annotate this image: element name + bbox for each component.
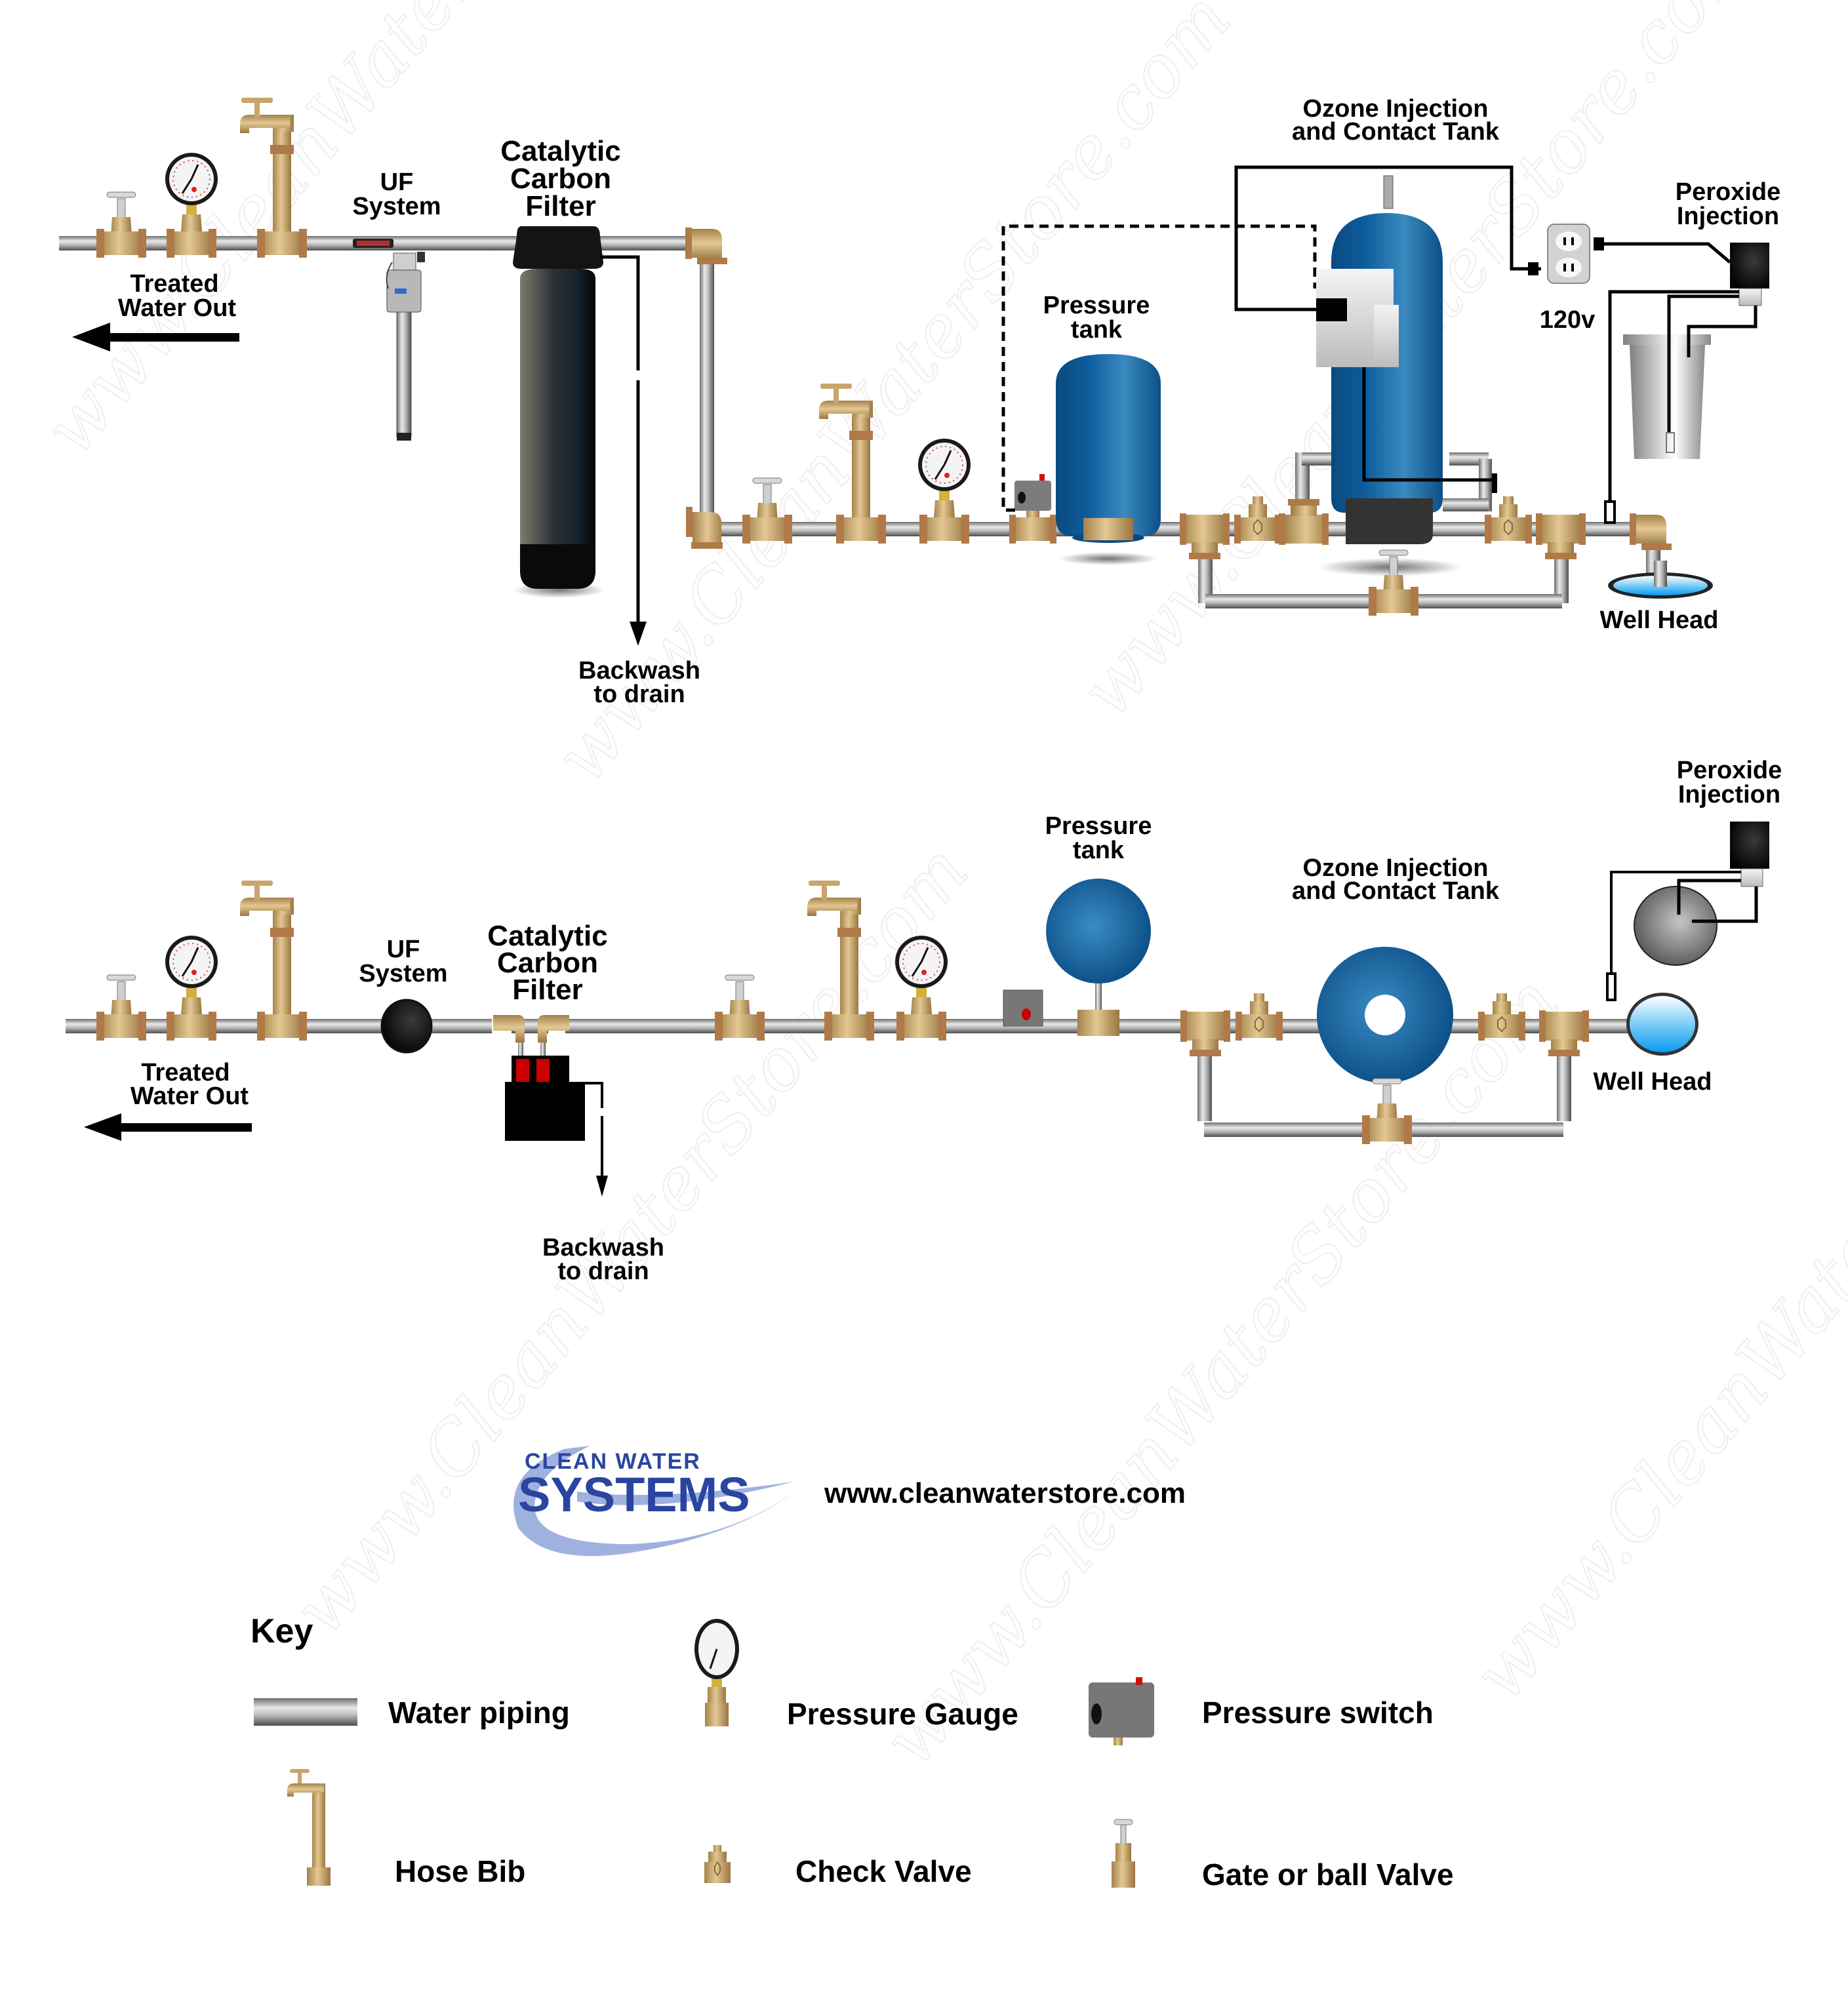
gate-valve-icon xyxy=(96,191,147,258)
peroxide-tank xyxy=(1634,879,1758,966)
uf-system-unit xyxy=(353,239,425,441)
well-head-label: Well Head xyxy=(1600,606,1719,634)
pressure-tank xyxy=(1056,354,1161,565)
ozone-tank-label-line2: and Contact Tank xyxy=(1292,877,1500,905)
backwash-label-line2: to drain xyxy=(593,681,685,708)
hose-bib-icon xyxy=(287,1769,331,1886)
backwash-label-line1: Backwash xyxy=(542,1234,664,1262)
carbon-filter-label-line3: Filter xyxy=(512,974,583,1006)
gate-valve-icon xyxy=(96,974,147,1041)
pressure-tank xyxy=(1046,879,1151,1036)
pipe xyxy=(700,243,714,531)
control-wire xyxy=(1001,224,1317,512)
key-label-check-valve: Check Valve xyxy=(795,1854,972,1888)
peroxide-label-line1: Peroxide xyxy=(1676,178,1781,206)
ozone-contact-tank xyxy=(1316,175,1497,576)
power-wire xyxy=(1604,242,1731,264)
uf-system-label-line2: System xyxy=(359,960,447,987)
electrical-outlet-icon xyxy=(1528,224,1604,284)
top-diagram: Treated Water Out UF System Catalytic Ca… xyxy=(59,95,1780,708)
elbow-fitting xyxy=(685,228,727,264)
pressure-gauge-icon xyxy=(164,934,219,1042)
peroxide-pump xyxy=(1730,822,1769,887)
pressure-tank-label-line1: Pressure xyxy=(1045,812,1152,840)
ozone-tank-label-line1: Ozone Injection xyxy=(1303,95,1489,123)
pressure-tank-label-line1: Pressure xyxy=(1043,292,1150,319)
well-head-label: Well Head xyxy=(1594,1068,1712,1096)
pressure-gauge-icon xyxy=(894,934,949,1042)
ozone-contact-tank xyxy=(1317,947,1453,1083)
key-label-hose-bib: Hose Bib xyxy=(395,1854,525,1888)
tee-fitting xyxy=(1539,1010,1589,1056)
treated-water-label-line2: Water Out xyxy=(118,294,236,322)
key-label-pressure-switch: Pressure switch xyxy=(1202,1696,1434,1730)
gate-valve-icon xyxy=(1112,1819,1135,1888)
arrow-left-icon xyxy=(72,323,239,351)
pipe xyxy=(1443,498,1489,511)
pressure-switch-icon xyxy=(1003,989,1043,1027)
backwash-label-line2: to drain xyxy=(557,1258,649,1285)
ozone-tank-label-line2: and Contact Tank xyxy=(1292,118,1500,146)
check-valve-icon xyxy=(1235,993,1283,1041)
carbon-filter-tank xyxy=(513,226,605,598)
pressure-switch-icon xyxy=(1009,474,1056,544)
uf-system-label-line2: System xyxy=(352,193,441,220)
carbon-filter-label-line2: Carbon xyxy=(510,163,611,195)
treated-water-label-line2: Water Out xyxy=(131,1083,249,1110)
pressure-gauge-icon xyxy=(917,437,972,545)
key-label-water-piping: Water piping xyxy=(388,1696,570,1730)
pressure-switch-icon xyxy=(1089,1677,1154,1745)
carbon-filter-label-line1: Catalytic xyxy=(487,920,607,952)
hose-bib-icon xyxy=(240,881,307,1041)
arrow-left-icon xyxy=(84,1113,252,1141)
power-wire xyxy=(1234,165,1541,311)
tee-fitting xyxy=(1180,1010,1230,1056)
gate-valve-icon xyxy=(714,974,765,1041)
peroxide-label-line1: Peroxide xyxy=(1677,757,1782,784)
pressure-tank-label-line2: tank xyxy=(1071,316,1123,344)
pressure-tank-label-line2: tank xyxy=(1073,837,1125,864)
well-head xyxy=(1626,993,1698,1056)
peroxide-pump xyxy=(1730,243,1769,306)
uf-system-label-line1: UF xyxy=(387,936,420,963)
well-head xyxy=(1608,561,1713,599)
logo-line1: CLEAN WATER xyxy=(525,1449,701,1474)
brand-logo: CLEAN WATER SYSTEMS xyxy=(513,1446,800,1557)
elbow-fitting xyxy=(686,507,723,549)
pressure-gauge-icon xyxy=(694,1619,739,1726)
carbon-filter-valve-head xyxy=(492,1015,585,1141)
carbon-filter-label-line2: Carbon xyxy=(497,947,598,979)
water-piping-icon xyxy=(254,1698,357,1726)
backwash-label-line1: Backwash xyxy=(578,657,700,685)
ozone-tank-label-line1: Ozone Injection xyxy=(1303,854,1489,882)
carbon-filter-label-line3: Filter xyxy=(525,190,596,222)
tee-fitting xyxy=(1536,513,1586,559)
backwash-drain-line xyxy=(569,1082,608,1197)
carbon-filter-label-line1: Catalytic xyxy=(500,135,620,167)
backwash-drain-line xyxy=(600,255,647,646)
peroxide-label-line2: Injection xyxy=(1677,203,1779,230)
injection-line xyxy=(1610,871,1741,984)
website-url[interactable]: www.cleanwaterstore.com xyxy=(824,1477,1186,1509)
elbow-fitting xyxy=(1630,513,1672,550)
legend-key: Key Water piping Pressure Gauge Pressure… xyxy=(251,1612,1454,1892)
bottom-diagram: Treated Water Out UF System Catalytic Ca… xyxy=(66,757,1782,1285)
key-title: Key xyxy=(251,1612,313,1650)
injection-fitting xyxy=(1606,972,1617,1001)
key-label-pressure-gauge: Pressure Gauge xyxy=(787,1697,1018,1731)
key-label-gate-valve: Gate or ball Valve xyxy=(1202,1858,1454,1892)
treated-water-label-line1: Treated xyxy=(130,270,218,298)
injection-line xyxy=(1608,290,1739,511)
peroxide-label-line2: Injection xyxy=(1678,781,1780,808)
logo-line2: SYSTEMS xyxy=(518,1467,750,1522)
outlet-voltage-label: 120v xyxy=(1540,306,1596,334)
uf-system-label-line1: UF xyxy=(380,169,414,196)
peroxide-tank xyxy=(1623,294,1758,459)
injection-fitting xyxy=(1604,500,1616,524)
treated-water-label-line1: Treated xyxy=(141,1059,230,1086)
uf-system-unit xyxy=(380,999,433,1054)
check-valve-icon xyxy=(704,1845,731,1883)
